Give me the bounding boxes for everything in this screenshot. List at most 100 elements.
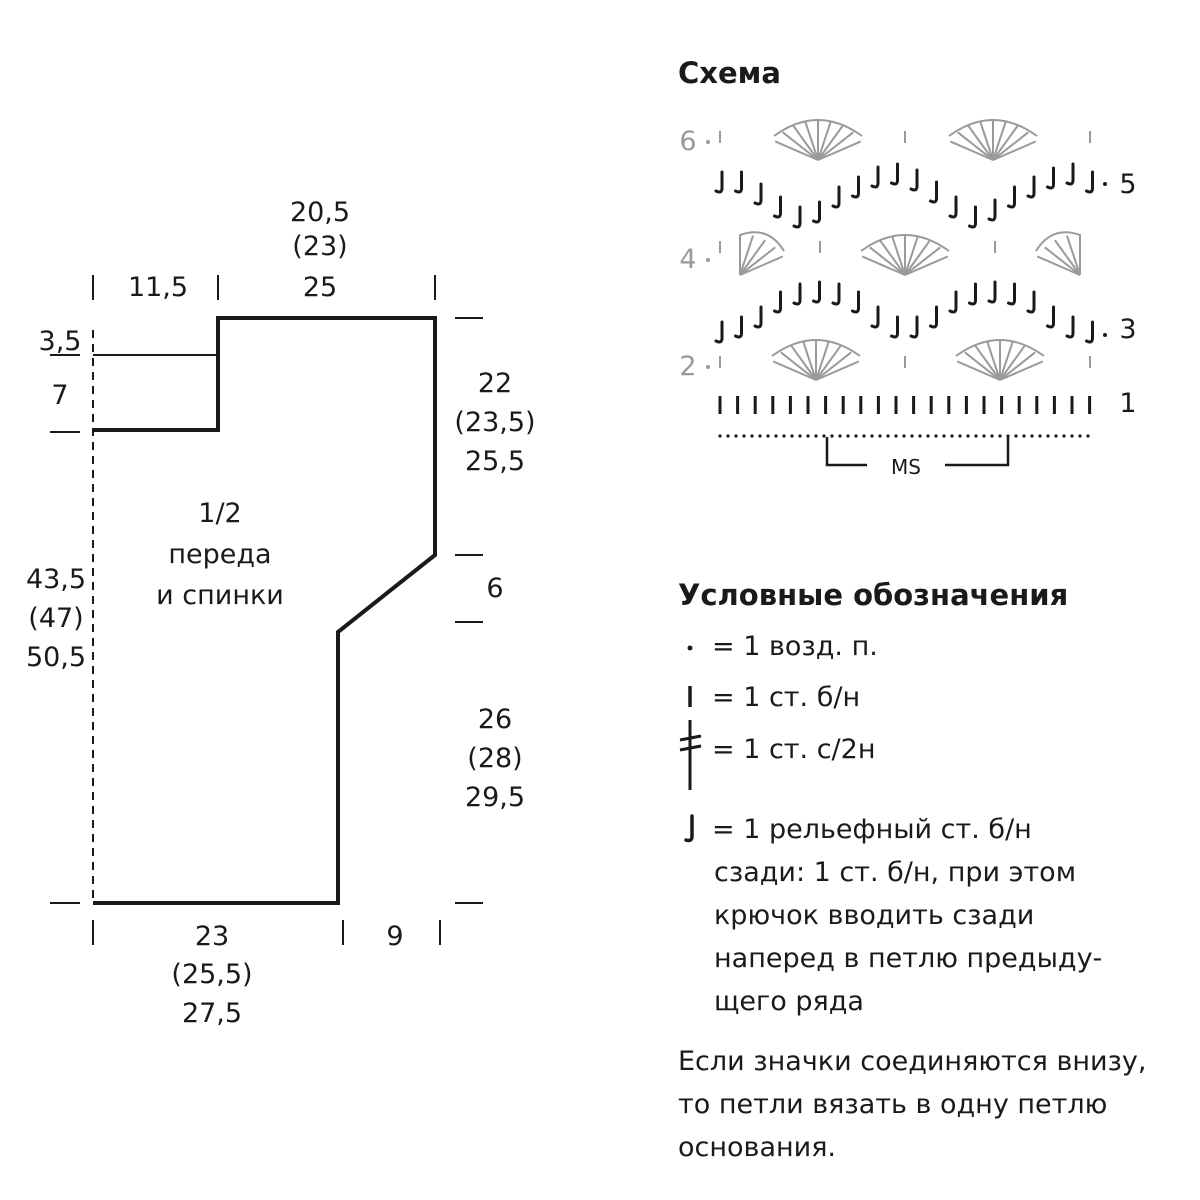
chain-dot — [886, 434, 890, 438]
chain-dot — [878, 434, 882, 438]
back-post-mark — [968, 205, 977, 229]
backpost-desc-3: наперед в петлю предыду- — [714, 943, 1103, 974]
chain-dot — [846, 434, 850, 438]
scheme-marks — [706, 119, 1107, 438]
armhole-c: 25,5 — [465, 446, 525, 477]
stitch-scheme: Схема 6 5 4 3 2 1 MS — [678, 56, 1137, 479]
shape-step: 6 — [486, 573, 503, 604]
shell-row6-arc — [948, 119, 1038, 137]
chain-dot — [942, 434, 946, 438]
back-post-mark — [929, 305, 938, 329]
shell-row4-spoke — [739, 255, 784, 276]
back-post-mark — [714, 170, 724, 194]
back-post-mark — [890, 162, 899, 186]
top-width-b: (23) — [292, 231, 347, 262]
armhole-a: 22 — [478, 368, 512, 399]
back-post-mark — [909, 168, 919, 192]
chain-dot — [798, 434, 802, 438]
chain-dot — [990, 434, 994, 438]
chain-dot — [1046, 434, 1050, 438]
neck-depth-b: 7 — [51, 380, 68, 411]
chain-dot — [910, 434, 914, 438]
chain-dot — [830, 434, 834, 438]
back-post-mark — [909, 315, 919, 339]
row5-end-dot — [1103, 182, 1107, 186]
back-post-mark — [1046, 305, 1055, 329]
shell-row6-spoke — [979, 120, 994, 161]
back-post-mark — [1065, 315, 1075, 339]
chain-dot — [1030, 434, 1034, 438]
shell-row4-spoke — [904, 246, 941, 276]
garment-outline — [93, 316, 437, 905]
shell-row2-arc — [771, 339, 861, 357]
shell-row6-spoke — [774, 140, 819, 161]
chain-dot — [774, 434, 778, 438]
shell-row6-arc — [773, 119, 863, 137]
back-post-mark — [1007, 185, 1016, 209]
shell-row6-spoke — [804, 120, 819, 161]
chain-dot — [838, 434, 842, 438]
double-treble-icon — [679, 720, 702, 790]
back-post-mark — [734, 170, 743, 194]
backpost-desc-2: крючок вводить сзади — [714, 900, 1035, 931]
chain-dot — [870, 434, 874, 438]
shell-row4-spoke — [1036, 255, 1081, 276]
back-post-mark — [851, 175, 860, 199]
backpost-desc-4: щего ряда — [714, 986, 864, 1017]
chain-dot — [918, 434, 922, 438]
chain-dot — [950, 434, 954, 438]
back-post-mark — [773, 290, 782, 314]
shell-row2-spoke — [999, 360, 1044, 381]
repeat-label: MS — [891, 455, 921, 479]
shell-row2-spoke — [815, 344, 842, 381]
back-post-mark — [1026, 290, 1036, 314]
chain-dot — [894, 434, 898, 438]
back-post-mark — [948, 195, 958, 219]
shell-row2-spoke — [815, 360, 860, 381]
chain-dot — [766, 434, 770, 438]
back-post-mark — [968, 282, 977, 306]
shell-row6-spoke — [792, 124, 819, 161]
shell-row4-spoke — [904, 235, 919, 276]
shell-row2-arc — [955, 339, 1045, 357]
row-label-3: 3 — [1119, 314, 1136, 345]
shell-row4-arc — [1035, 231, 1081, 252]
shell-row4-spoke — [1054, 239, 1081, 276]
shell-row6-spoke — [817, 140, 862, 161]
shell-row4-spoke — [904, 239, 931, 276]
row-label-4: 4 — [679, 244, 696, 275]
chain-dot — [726, 434, 730, 438]
row4-end-dot — [706, 258, 710, 262]
back-post-mark — [831, 282, 841, 306]
shell-row6-spoke — [949, 140, 994, 161]
shell-row2-spoke — [780, 351, 817, 381]
back-post-mark — [734, 315, 743, 339]
backpost-desc-1: сзади: 1 ст. б/н, при этом — [714, 857, 1077, 888]
shell-row6-spoke — [967, 124, 994, 161]
back-post-mark — [792, 205, 802, 229]
height-a: 43,5 — [26, 564, 86, 595]
back-post-mark — [1007, 282, 1016, 306]
chain-dot — [1054, 434, 1058, 438]
back-post-mark — [948, 290, 958, 314]
shell-row2-spoke — [956, 360, 1001, 381]
shell-row6-spoke — [782, 131, 819, 161]
chain-dot — [902, 434, 906, 438]
back-post-mark — [1065, 162, 1075, 186]
back-post-mark — [1046, 166, 1055, 190]
chain-dot — [822, 434, 826, 438]
chain-dot — [734, 434, 738, 438]
side-b: (28) — [467, 743, 522, 774]
back-post-mark — [870, 165, 880, 189]
dot-icon — [687, 645, 693, 651]
dimension-ticks — [50, 275, 483, 945]
shell-row2-spoke — [802, 340, 817, 381]
garment-schematic: 20,5 (23) 25 11,5 3,5 7 22 (23,5) 25,5 6… — [26, 197, 536, 1029]
shell-row2-spoke — [790, 344, 817, 381]
shell-row4-spoke — [739, 235, 754, 276]
chain-dot — [966, 434, 970, 438]
bottom-step: 9 — [386, 921, 403, 952]
row-label-1: 1 — [1119, 388, 1136, 419]
neck-depth-a: 3,5 — [39, 326, 82, 357]
